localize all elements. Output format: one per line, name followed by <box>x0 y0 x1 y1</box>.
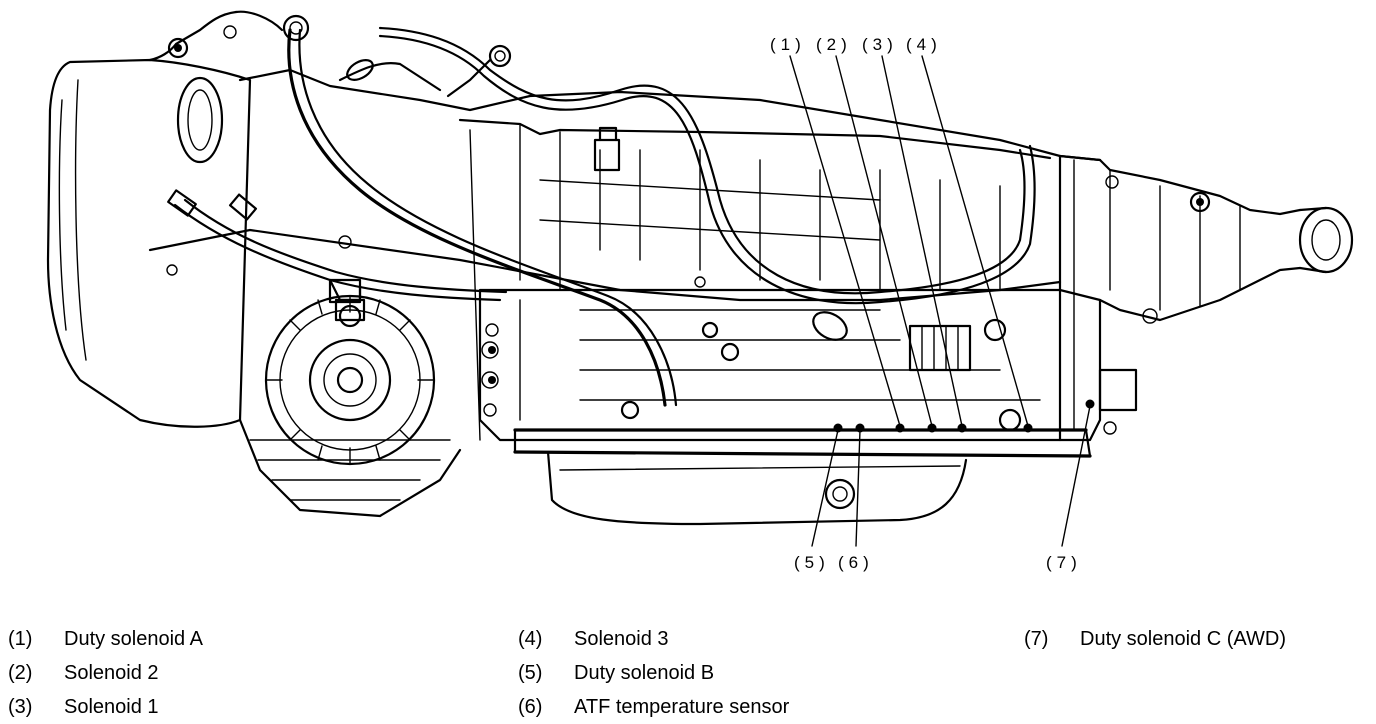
extension-housing <box>1058 154 1354 442</box>
callout-2: (2) <box>816 35 852 54</box>
legend-label: Duty solenoid B <box>574 662 715 684</box>
legend-label: ATF temperature sensor <box>574 696 790 718</box>
legend-item: (4) Solenoid 3 <box>518 622 789 656</box>
legend-item: (3) Solenoid 1 <box>8 690 203 724</box>
legend-item: (1) Duty solenoid A <box>8 622 203 656</box>
legend-item: (6) ATF temperature sensor <box>518 690 789 724</box>
callout-4: (4) <box>906 35 942 54</box>
legend-number: (5) <box>518 662 543 684</box>
legend-number: (7) <box>1024 628 1049 650</box>
legend-item: (2) Solenoid 2 <box>8 656 203 690</box>
leader-lines <box>789 55 1091 547</box>
legend-number: (3) <box>8 696 33 718</box>
converter-housing <box>46 10 284 428</box>
legend-number: (2) <box>8 662 33 684</box>
legend-item: (5) Duty solenoid B <box>518 656 789 690</box>
legend-item: (7) Duty solenoid C (AWD) <box>1024 622 1286 656</box>
parts-legend: (1) Duty solenoid A (2) Solenoid 2 (3) Sole… <box>0 618 1376 718</box>
legend-label: Solenoid 3 <box>574 628 669 650</box>
wiring-harness <box>167 14 1036 407</box>
legend-label: Solenoid 2 <box>64 662 159 684</box>
legend-label: Duty solenoid C (AWD) <box>1080 628 1286 650</box>
legend-number: (1) <box>8 628 33 650</box>
main-case <box>148 68 1102 441</box>
legend-column-2: (4) Solenoid 3 (5) Duty solenoid B (6) ATF … <box>518 622 789 724</box>
oil-pan <box>238 418 968 526</box>
transmission-diagram: (1) (2) (3) (4) (5) (6) (7) <box>46 10 1354 572</box>
callout-6: (6) <box>838 553 874 572</box>
callout-5: (5) <box>794 553 830 572</box>
valve-body <box>478 288 1102 458</box>
inhibitor-switch <box>264 294 436 466</box>
callout-7: (7) <box>1046 553 1082 572</box>
callout-labels: (1) (2) (3) (4) (5) (6) (7) <box>770 35 1082 572</box>
callout-3: (3) <box>862 35 898 54</box>
legend-number: (4) <box>518 628 543 650</box>
callout-1: (1) <box>770 35 806 54</box>
legend-column-3: (7) Duty solenoid C (AWD) <box>1024 622 1286 656</box>
legend-label: Duty solenoid A <box>64 628 203 650</box>
legend-number: (6) <box>518 696 543 718</box>
legend-label: Solenoid 1 <box>64 696 159 718</box>
legend-column-1: (1) Duty solenoid A (2) Solenoid 2 (3) Sole… <box>8 622 203 724</box>
